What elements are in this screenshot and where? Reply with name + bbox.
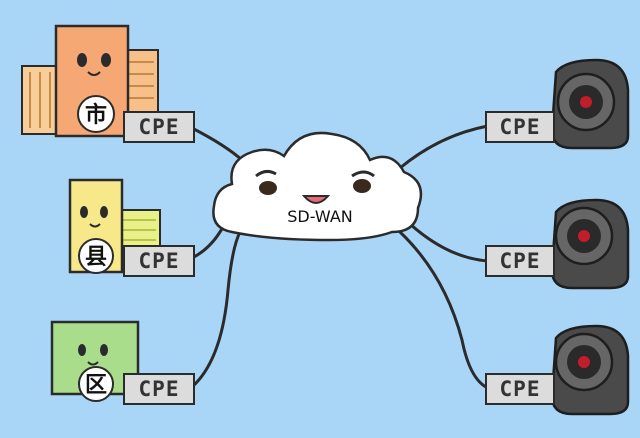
cpe-city: CPE	[123, 111, 195, 143]
link-camera-3	[398, 230, 490, 390]
cloud-shape	[212, 131, 423, 242]
cpe-district-label: CPE	[139, 377, 180, 401]
camera-1	[550, 58, 630, 150]
cloud-right-eye	[351, 170, 375, 178]
camera-3	[550, 324, 630, 416]
county-left-eye	[80, 206, 88, 218]
city-badge	[77, 95, 115, 133]
district-right-eye	[100, 344, 108, 356]
city-mouth	[87, 71, 101, 76]
link-district	[190, 230, 242, 389]
city-building	[54, 24, 130, 138]
site-county: 县	[68, 178, 161, 274]
camera-2-record-dot	[578, 230, 590, 242]
cpe-district: CPE	[123, 373, 195, 405]
camera-3-record-dot	[578, 356, 590, 368]
link-county	[190, 223, 226, 260]
sd-wan-cloud: SD-WAN	[212, 131, 423, 242]
camera-1-record-dot	[580, 96, 592, 108]
district-badge-label: 区	[85, 373, 107, 398]
cloud-right-eye-pupil	[353, 179, 371, 193]
link-camera-1	[398, 124, 490, 170]
cpe-camera-3-label: CPE	[500, 377, 541, 401]
cpe-camera-3: CPE	[485, 373, 555, 405]
city-left-eye	[77, 53, 87, 67]
county-right-eye	[100, 206, 108, 218]
cpe-city-label: CPE	[139, 115, 180, 139]
link-camera-2	[408, 222, 490, 263]
cloud-label: SD-WAN	[287, 207, 352, 226]
city-badge-label: 市	[85, 102, 107, 128]
connection-lines	[190, 124, 490, 390]
district-mouth	[87, 361, 99, 366]
cloud-left-eye-pupil	[259, 181, 277, 195]
cpe-camera-2-label: CPE	[500, 249, 541, 273]
cloud-mouth	[301, 195, 331, 204]
camera-2	[550, 198, 630, 290]
cpe-county: CPE	[123, 245, 195, 277]
district-left-eye	[78, 344, 86, 356]
district-badge	[78, 366, 114, 402]
city-right-eye	[101, 53, 111, 67]
cloud-left-eye	[255, 169, 277, 178]
cpe-county-label: CPE	[139, 249, 180, 273]
cpe-camera-1: CPE	[485, 111, 555, 143]
county-mouth	[89, 223, 101, 228]
link-city	[190, 126, 244, 162]
county-side-stripes	[122, 219, 156, 241]
cpe-camera-1-label: CPE	[500, 115, 541, 139]
county-badge-label: 县	[85, 245, 107, 270]
cpe-camera-2: CPE	[485, 245, 555, 277]
county-badge	[78, 238, 114, 274]
